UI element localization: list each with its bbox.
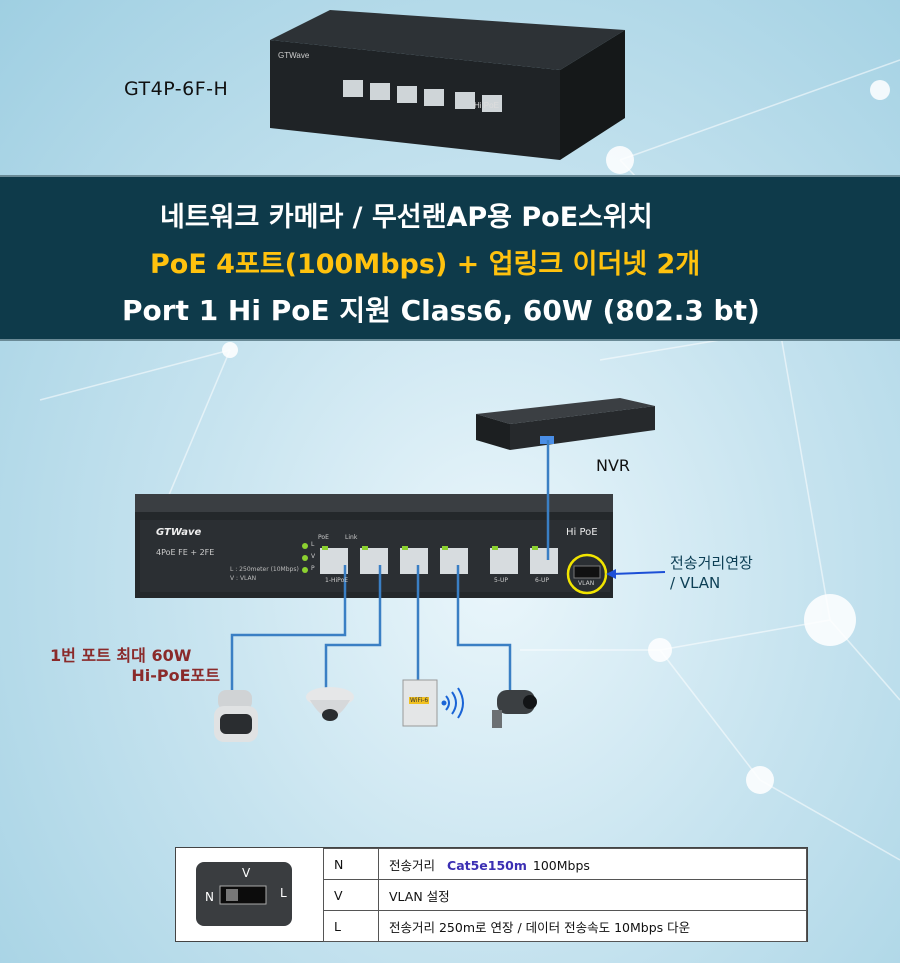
mode-key: V	[323, 879, 379, 911]
ptz-camera	[214, 690, 258, 742]
switch-ports	[320, 548, 558, 574]
banner-line-2: PoE 4포트(100Mbps) + 업링크 이더넷 2개	[150, 249, 701, 280]
mode-desc-suffix: 100Mbps	[532, 857, 590, 873]
device-model-desc: 4PoE FE + 2FE	[156, 548, 215, 557]
led-label-p: P	[311, 565, 315, 572]
port-head-poe: PoE	[318, 534, 329, 541]
led-label-l: L	[311, 541, 315, 548]
port-4	[440, 548, 468, 574]
port-1	[320, 548, 348, 574]
port-5	[490, 548, 518, 574]
port-2	[360, 548, 388, 574]
device-dip-switch	[573, 565, 601, 579]
mode-desc: 전송거리 250m로 연장 / 데이터 전송속도 10Mbps 다운	[378, 910, 807, 942]
switch-photo-top: GTWave Hi PoE	[270, 10, 625, 160]
table-row: V VLAN 설정	[323, 879, 807, 911]
dip-switch-closeup	[196, 862, 292, 926]
banner-line-3: Port 1 Hi PoE 지원 Class6, 60W (802.3 bt)	[122, 294, 760, 327]
device-distance-note: L : 250meter (10Mbps)	[230, 566, 299, 573]
mode-desc-prefix: 전송거리	[389, 857, 436, 873]
wifi-signal-icon	[445, 687, 464, 719]
device-brand: GTWave	[156, 527, 202, 538]
hipoe-label: 1번 포트 최대 60W Hi-PoE포트	[50, 646, 220, 686]
led-label-v: V	[311, 553, 316, 560]
dome-camera	[306, 687, 354, 721]
mode-desc-highlight: Cat5e150m	[447, 857, 527, 873]
table-row: L 전송거리 250m로 연장 / 데이터 전송속도 10Mbps 다운	[323, 910, 807, 942]
nvr-device	[476, 398, 655, 450]
port-label-5: 5-UP	[494, 577, 508, 584]
port-3	[400, 548, 428, 574]
banner-line-1: 네트워크 카메라 / 무선랜AP용 PoE스위치	[160, 202, 653, 233]
top-brand-text: GTWave	[278, 51, 310, 60]
dip-mode-table: N 전송거리 Cat5e150m 100Mbps V VLAN 설정 L 전송거리 …	[175, 847, 808, 942]
mode-rows: N 전송거리 Cat5e150m 100Mbps V VLAN 설정 L 전송거리 …	[323, 848, 807, 942]
mode-desc: VLAN 설정	[378, 879, 807, 911]
mode-key: N	[323, 848, 379, 880]
dip-letter-l: L	[280, 886, 287, 900]
hipoe-label-line-2: Hi-PoE포트	[131, 666, 220, 685]
arrow-icon	[606, 569, 616, 579]
dip-letter-v: V	[242, 866, 251, 880]
top-badge-text: Hi PoE	[474, 101, 499, 110]
bullet-camera	[492, 690, 537, 728]
wifi-label: WiFi-6	[410, 697, 429, 704]
model-label: GT4P-6F-H	[124, 78, 229, 100]
port-6	[530, 548, 558, 574]
dip-letter-n: N	[205, 890, 214, 904]
extension-label: 전송거리연장 / VLAN	[670, 553, 753, 593]
port-label-1: 1-HiPoE	[325, 577, 349, 584]
port-label-vlan: VLAN	[578, 580, 595, 587]
port-head-link: Link	[345, 534, 358, 541]
wifi-access-point	[402, 679, 438, 727]
mode-desc: 전송거리 Cat5e150m 100Mbps	[378, 848, 807, 880]
cables	[230, 440, 550, 698]
table-row: N 전송거리 Cat5e150m 100Mbps	[323, 848, 807, 880]
port-label-6: 6-UP	[535, 577, 549, 584]
mode-key: L	[323, 910, 379, 942]
nvr-label: NVR	[596, 456, 631, 475]
extension-label-line-2: / VLAN	[670, 574, 721, 592]
device-badge: Hi PoE	[566, 527, 598, 538]
extension-label-line-1: 전송거리연장	[670, 554, 753, 572]
hipoe-label-line-1: 1번 포트 최대 60W	[50, 646, 192, 665]
top-port	[343, 80, 502, 112]
title-banner: 네트워크 카메라 / 무선랜AP용 PoE스위치 PoE 4포트(100Mbps…	[0, 175, 900, 341]
device-vlan-note: V : VLAN	[230, 575, 257, 582]
